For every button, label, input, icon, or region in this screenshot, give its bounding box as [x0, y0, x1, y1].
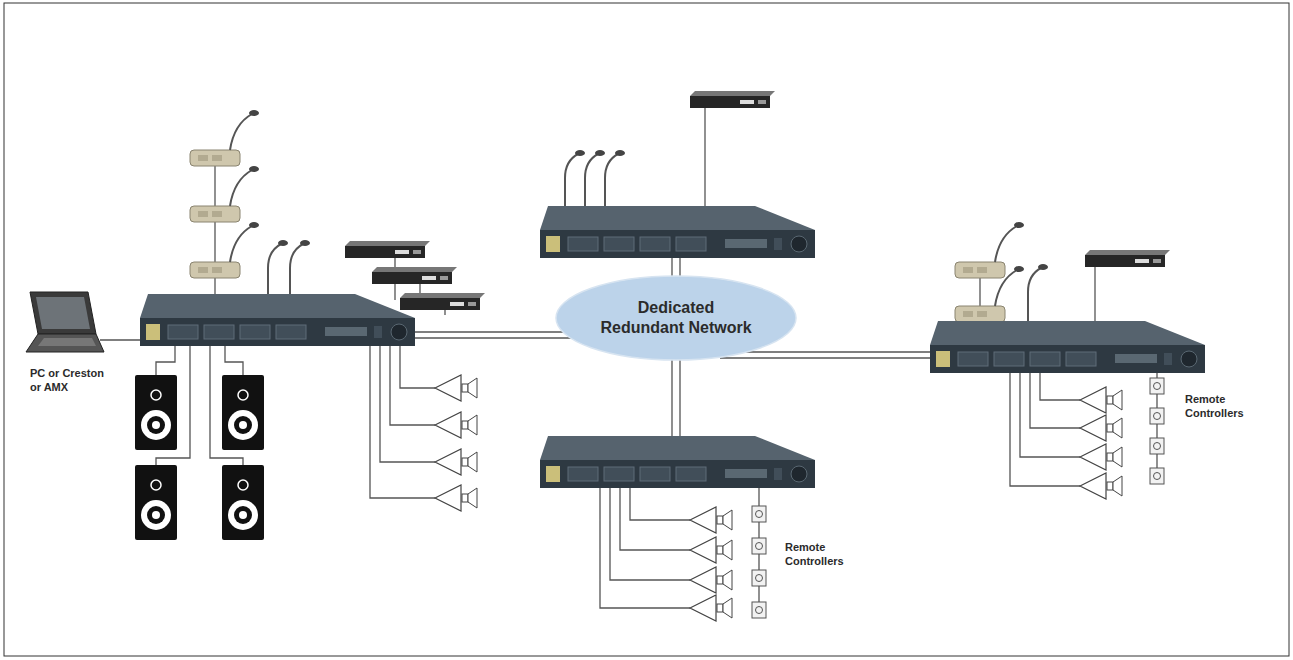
control-label: PC or Creston or AMX	[30, 366, 110, 395]
network-ellipse: Dedicated Redundant Network	[555, 275, 797, 361]
remote-label: Remote Controllers	[785, 540, 865, 569]
network-label: Dedicated Redundant Network	[596, 298, 756, 338]
ellipse-outline	[555, 275, 797, 361]
remote-label: Remote Controllers	[1185, 392, 1265, 421]
